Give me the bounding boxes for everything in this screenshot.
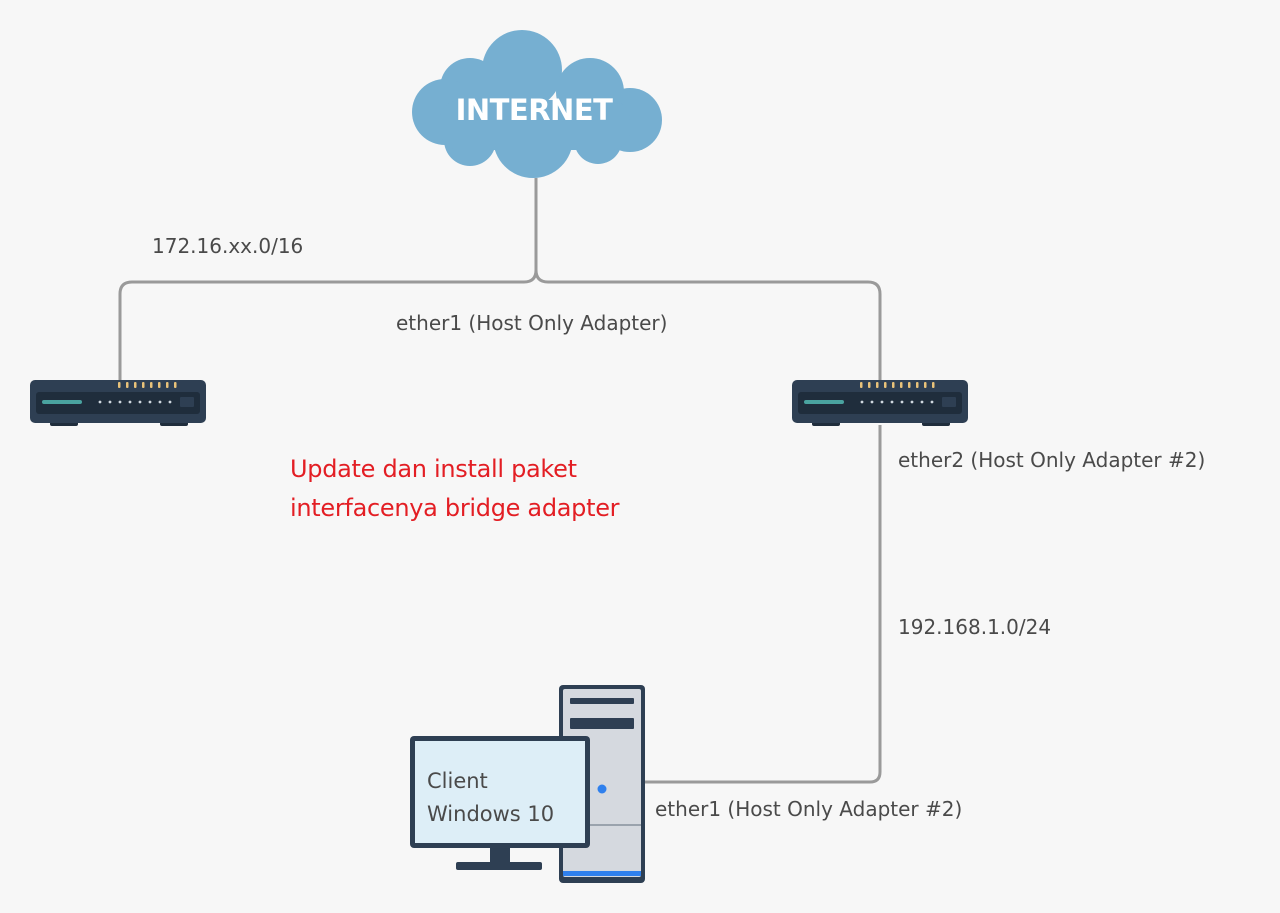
instruction-note-line2: interfacenya bridge adapter [290,494,620,522]
instruction-note-line1: Update dan install paket [290,455,577,483]
internet-cloud-icon [412,30,662,178]
router-ether2-label: ether2 (Host Only Adapter #2) [898,448,1206,472]
isp-network-label: 172.16.xx.0/16 [152,234,304,258]
network-links [118,178,882,784]
lan-network-label: 192.168.1.0/24 [898,615,1052,639]
router-to-client-line [640,425,882,784]
client-ether1-label: ether1 (Host Only Adapter #2) [655,797,963,821]
router-right-icon [792,380,968,426]
client-label-line1: Client [427,769,488,793]
internet-to-router-right-line [534,269,882,380]
router-left-icon [30,380,206,426]
client-screen-label: Client Windows 10 [427,765,554,831]
internet-uplink-line [118,178,538,380]
router-ether1-label: ether1 (Host Only Adapter) [396,311,668,335]
power-led-icon [597,784,607,794]
monitor-icon [410,736,590,870]
client-label-line2: Windows 10 [427,802,555,826]
internet-label: INTERNET [455,93,613,127]
instruction-note: Update dan install paket interfacenya br… [290,450,620,528]
